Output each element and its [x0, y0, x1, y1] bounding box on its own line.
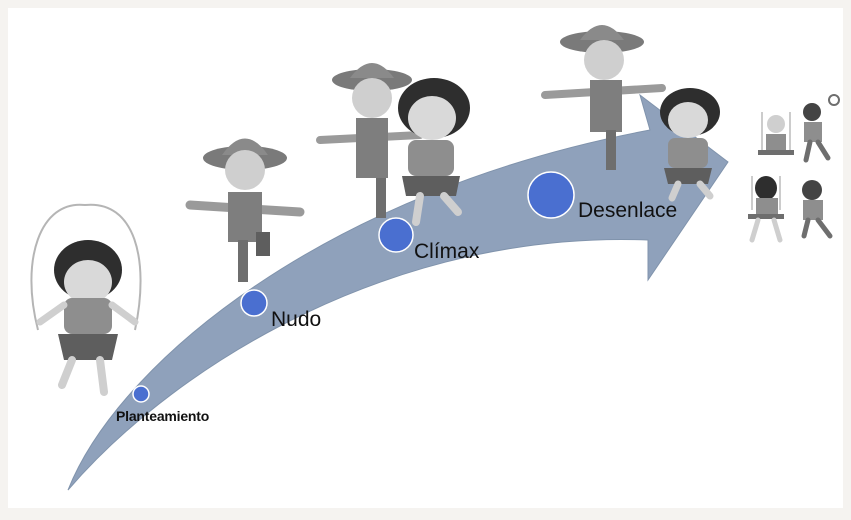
- stage-label-desenlace: Desenlace: [578, 199, 678, 222]
- children-playing-icon: [748, 94, 840, 243]
- scarecrow-icon: [185, 138, 305, 282]
- story-arrow: [67, 93, 729, 491]
- girl-jumping-rope-icon: [30, 203, 142, 396]
- stage-marker-nudo: [240, 289, 268, 317]
- stage-label-climax: Clímax: [414, 240, 480, 263]
- stage-label-planteamiento: Planteamiento: [116, 408, 210, 424]
- stage-marker-planteamiento: [132, 385, 150, 403]
- scarecrow-and-girl-icon: [316, 63, 470, 226]
- stage-marker-desenlace: [527, 171, 575, 219]
- stage-label-nudo: Nudo: [271, 308, 322, 331]
- scarecrow-and-girl-icon: [541, 25, 720, 202]
- stage-marker-climax: [378, 217, 414, 253]
